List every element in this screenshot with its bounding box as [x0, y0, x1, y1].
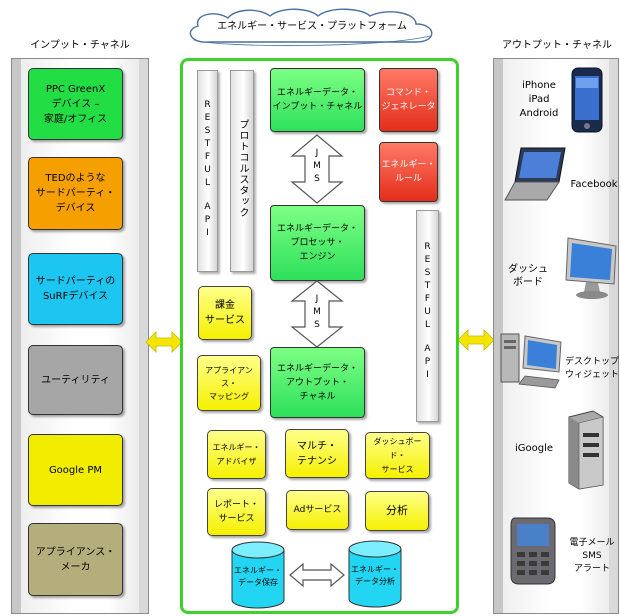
energy-rule-label: エネルギー・ ルール	[381, 160, 436, 184]
laptop-icon[interactable]	[503, 144, 569, 202]
restful-api-left-letter: E	[204, 113, 211, 123]
energy-data-input-channel-label: エネルギーデータ・ インプット・チャネル	[272, 88, 363, 112]
energy-rule[interactable]: エネルギー・ ルール	[379, 142, 438, 202]
restful-api-right-letter: U	[424, 307, 431, 317]
energy-data-processor-engine-label: エネルギーデータ・ プロセッサ・ エンジン	[276, 224, 358, 262]
dashboard-service-label: ダッシュボード・ サービス	[373, 436, 422, 474]
restful-api-left-letter: P	[204, 215, 211, 225]
source-google-pm-label: Google PM	[48, 464, 103, 476]
source-surf-device-label: サードパーティの SuRFデバイス	[35, 276, 116, 302]
desktop-computer-icon[interactable]	[499, 328, 565, 390]
restful-api-left-letter: L	[204, 178, 210, 188]
source-google-pm[interactable]: Google PM	[28, 434, 123, 506]
source-ted-device[interactable]: TEDのような サードパーティ・ デバイス	[28, 157, 123, 230]
multitenancy-label: マルチ・ テナンシ	[297, 440, 337, 467]
appliance-mapping-label: アプライアンス・ マッピング	[205, 365, 253, 401]
feature-phone-icon[interactable]	[505, 514, 561, 586]
jms-arrow-bottom	[290, 280, 344, 348]
command-generator[interactable]: コマンド・ ジェネレータ	[379, 68, 438, 132]
jms-bottom-letter: M	[313, 307, 321, 317]
billing-service-label: 課金 サービス	[205, 300, 245, 326]
source-appliance-maker-label: アプライアンス・ メーカ	[35, 546, 116, 573]
restful-api-right-letter: E	[424, 255, 431, 265]
monitor-icon[interactable]	[560, 234, 620, 300]
dashboard-service[interactable]: ダッシュボード・ サービス	[365, 432, 430, 479]
restful-api-left-letter: R	[204, 100, 211, 110]
energy-advisor[interactable]: エネルギー・ アドバイザ	[207, 430, 266, 479]
jms-bottom-letter: S	[314, 320, 320, 330]
data-exchange-arrow	[289, 562, 345, 588]
restful-api-left-letter: S	[204, 126, 211, 136]
restful-api-right-letter: I	[426, 370, 429, 380]
energy-data-store-cylinder[interactable]	[229, 540, 287, 610]
source-ppc-greenx-label: PPC GreenX デバイス – 家庭/オフィス	[43, 83, 108, 125]
restful-api-left-letter: U	[204, 165, 211, 175]
restful-api-left[interactable]: R E S T F U L A P I	[197, 70, 218, 272]
energy-data-output-channel[interactable]: エネルギーデータ・ アウトプット・ チャネル	[270, 347, 365, 418]
output-desktop-widget-label: デスクトップ ウィジェット	[564, 357, 619, 380]
energy-data-input-channel[interactable]: エネルギーデータ・ インプット・チャネル	[270, 68, 365, 132]
analytics-service-label: 分析	[386, 504, 408, 517]
protocol-stack[interactable]: プロトコルスタック	[230, 70, 254, 272]
restful-api-left-label: R E S T F U L A P I	[198, 99, 217, 240]
restful-api-right-letter: A	[424, 344, 431, 354]
input-channel-title: インプット・チャネル	[30, 40, 130, 51]
jms-bottom-letter: J	[315, 294, 319, 304]
jms-top-letter: J	[315, 148, 319, 158]
energy-data-processor-engine[interactable]: エネルギーデータ・ プロセッサ・ エンジン	[270, 205, 365, 281]
restful-api-right-letter: L	[424, 320, 430, 330]
restful-api-right[interactable]: R E S T F U L A P I	[416, 210, 439, 422]
jms-bottom-label: J M S	[289, 293, 345, 332]
source-appliance-maker[interactable]: アプライアンス・ メーカ	[28, 523, 123, 596]
source-surf-device[interactable]: サードパーティの SuRFデバイス	[28, 253, 123, 325]
smartphone-icon[interactable]	[570, 66, 604, 134]
energy-data-analysis-cylinder[interactable]	[346, 539, 404, 609]
restful-api-left-letter: A	[204, 202, 211, 212]
analytics-service[interactable]: 分析	[365, 491, 429, 531]
energy-advisor-label: エネルギー・ アドバイザ	[212, 442, 261, 466]
energy-data-output-channel-label: エネルギーデータ・ アウトプット・ チャネル	[276, 363, 358, 402]
energy-data-store-label: エネルギー・ データ保存	[234, 566, 282, 587]
right-connector-arrow	[457, 329, 495, 351]
report-service-label: レポート・ サービス	[213, 500, 259, 524]
output-igoogle-label: iGoogle	[514, 443, 554, 454]
restful-api-right-letter: S	[424, 268, 431, 278]
output-facebook-label: Facebook	[570, 179, 618, 190]
command-generator-label: コマンド・ ジェネレータ	[381, 88, 436, 112]
source-ted-device-label: TEDのような サードパーティ・ デバイス	[35, 173, 116, 214]
ad-service-label: Adサービス	[293, 505, 342, 515]
source-ppc-greenx[interactable]: PPC GreenX デバイス – 家庭/オフィス	[28, 68, 123, 140]
protocol-stack-label: プロトコルスタック	[237, 119, 248, 218]
restful-api-right-label: R E S T F U L A P I	[417, 241, 438, 382]
restful-api-left-letter: F	[204, 152, 211, 162]
source-utility-label: ユーティリティ	[41, 374, 110, 386]
output-notifications-label: 電子メール SMS アラート	[569, 538, 615, 574]
restful-api-left-letter: T	[204, 139, 211, 149]
multitenancy[interactable]: マルチ・ テナンシ	[285, 429, 349, 478]
appliance-mapping[interactable]: アプライアンス・ マッピング	[197, 355, 261, 411]
restful-api-right-letter: T	[424, 281, 431, 291]
report-service[interactable]: レポート・ サービス	[207, 488, 266, 536]
jms-top-letter: S	[314, 174, 320, 184]
left-connector-arrow	[145, 331, 183, 353]
billing-service[interactable]: 課金 サービス	[198, 286, 252, 340]
restful-api-right-letter: R	[424, 242, 431, 252]
restful-api-left-letter: I	[206, 228, 209, 238]
input-channel-panel	[11, 58, 149, 614]
ad-service[interactable]: Adサービス	[286, 490, 349, 530]
output-dashboard-label: ダッシュ ボード	[508, 264, 548, 288]
cloud-icon	[189, 8, 433, 46]
output-mobile-label: iPhone iPad Android	[519, 80, 559, 119]
platform-title: エネルギー・サービス・プラットフォーム	[217, 21, 407, 32]
jms-top-letter: M	[313, 161, 321, 171]
server-icon[interactable]	[563, 409, 607, 491]
source-utility[interactable]: ユーティリティ	[28, 345, 123, 415]
energy-data-analysis-label: エネルギー・ データ分析	[351, 565, 399, 586]
jms-arrow-top	[290, 134, 344, 204]
jms-top-label: J M S	[289, 147, 345, 186]
restful-api-right-letter: F	[424, 294, 431, 304]
restful-api-right-letter: P	[424, 357, 431, 367]
output-channel-title: アウトプット・チャネル	[502, 40, 612, 51]
